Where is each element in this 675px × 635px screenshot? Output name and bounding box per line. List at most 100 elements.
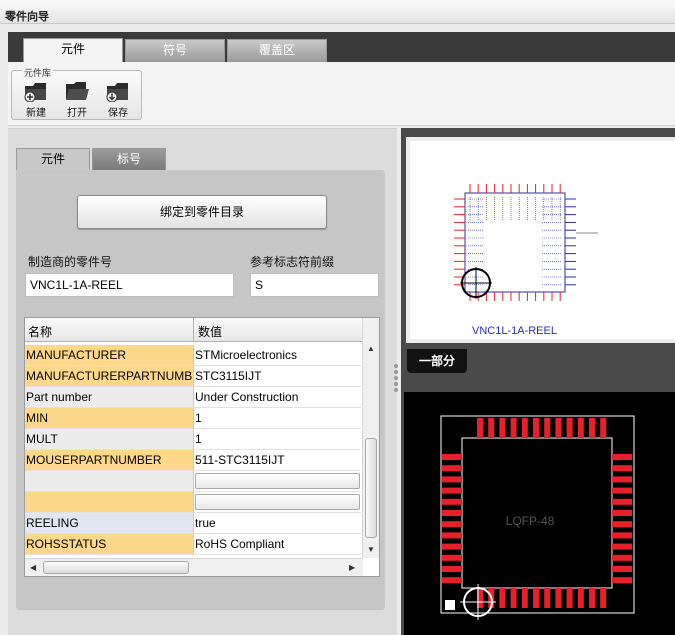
save-button[interactable]: 保存 [101,80,135,119]
part-badge[interactable]: 一部分 [407,349,467,373]
mpn-field[interactable]: VNC1L-1A-REEL [25,273,234,297]
window-title: 零件向导 [5,11,49,23]
tab-symbol[interactable]: 符号 [125,39,225,62]
pad-right [612,521,632,528]
row-name-input[interactable] [25,471,193,492]
prefix-field[interactable]: S [250,273,379,297]
pad-bottom [544,588,551,608]
bind-to-catalog-button[interactable]: 绑定到零件目录 [77,195,327,229]
scroll-up-arrow-icon[interactable]: ▲ [367,344,375,353]
row-name-input[interactable] [25,492,193,513]
row-name[interactable]: MOUSERPARTNUMBER [25,450,193,471]
library-toolbar-area: 元件库 新建 打开 保存 [8,62,675,126]
open-folder-icon [66,82,89,100]
table-row[interactable]: MANUFACTURERPARTNUMBER STC3115IJT [25,366,361,387]
pad-left [442,554,462,561]
pad-left [442,498,462,505]
pad-top [577,418,584,438]
new-button[interactable]: 新建 [19,80,53,119]
row-value[interactable]: RoHS Compliant [193,534,361,555]
package-outline [461,437,613,589]
pad-bottom [499,588,506,608]
prefix-label: 参考标志符前缀 [250,255,335,269]
pad-right [612,510,632,516]
row-value-input[interactable] [195,473,360,489]
pad-top [510,418,517,438]
row-value[interactable]: STMicroelectronics [193,345,361,366]
new-button-label: 新建 [26,108,46,119]
row-name[interactable]: MULT [25,429,193,450]
row-name[interactable]: MANUFACTURERPARTNUMBER [25,366,193,387]
pad-top [488,418,495,438]
table-row[interactable]: MOUSERPARTNUMBER 511-STC3115IJT [25,450,361,471]
row-name[interactable]: ROHSSTATUS [25,534,193,555]
row-value[interactable]: true [193,513,361,534]
library-caption: 元件库 [22,66,54,79]
table-row[interactable]: MIN 1 [25,408,361,429]
footprint-preview[interactable]: LQFP-48 [404,392,675,635]
grid-vertical-scrollbar[interactable]: ▲ ▼ [362,318,379,558]
save-folder-icon [106,83,128,102]
pad-top [600,418,607,438]
vertical-scroll-thumb[interactable] [365,438,377,538]
open-button[interactable]: 打开 [60,80,94,119]
scroll-right-arrow-icon[interactable]: ▶ [349,563,356,572]
row-value[interactable]: 1 [193,429,361,450]
pad-right [612,532,632,539]
component-properties-panel: 绑定到零件目录 制造商的零件号 参考标志符前缀 VNC1L-1A-REEL S … [16,170,385,610]
new-folder-icon [24,83,46,102]
table-row[interactable]: ROHSSTATUS RoHS Compliant [25,534,361,555]
header-divider [193,318,194,342]
pad-bottom [589,588,595,608]
grid-header-name[interactable]: 名称 [28,325,53,339]
courtyard-outline [440,415,635,614]
footprint-drawing: LQFP-48 [440,415,635,620]
panel-splitter-handle[interactable] [393,362,399,400]
open-button-label: 打开 [67,108,87,119]
pad-bottom [566,588,573,608]
subtab-component[interactable]: 元件 [16,148,90,170]
table-row-editable[interactable] [25,492,361,513]
row-name[interactable]: MIN [25,408,193,429]
pad-bottom [521,588,528,608]
title-bar: 零件向导 [0,0,675,24]
row-value[interactable]: STC3115IJT [193,366,361,387]
symbol-preview[interactable]: VNC1L-1A-REEL [406,137,675,343]
row-name[interactable]: MANUFACTURER [25,345,193,366]
tab-component[interactable]: 元件 [23,38,123,62]
table-row[interactable]: MANUFACTURER STMicroelectronics [25,345,361,366]
table-row[interactable]: MULT 1 [25,429,361,450]
scroll-down-arrow-icon[interactable]: ▼ [367,545,375,554]
main-tab-strip: 元件 符号 覆盖区 [8,32,675,62]
pad-left [442,510,462,516]
pad-bottom [510,588,517,608]
row-value[interactable]: 511-STC3115IJT [193,450,361,471]
pad-left [442,521,462,528]
table-row[interactable]: REELING true [25,513,361,534]
pad-right [612,543,632,550]
row-value-input[interactable] [195,494,360,510]
pad-right [612,465,632,472]
grid-horizontal-scrollbar[interactable]: ◀ ▶ [25,558,363,576]
horizontal-scroll-thumb[interactable] [43,561,189,574]
component-editor-panel: 元件 标号 绑定到零件目录 制造商的零件号 参考标志符前缀 VNC1L-1A-R… [8,128,397,635]
row-name[interactable]: REELING [25,513,193,534]
row-value[interactable]: 1 [193,408,361,429]
table-row[interactable]: Part number Under Construction [25,387,361,408]
pad-top [477,418,483,438]
pad-top [521,418,528,438]
row-name[interactable]: Part number [25,387,193,408]
tab-footprint[interactable]: 覆盖区 [227,39,327,62]
pad-left [442,543,462,550]
scroll-left-arrow-icon[interactable]: ◀ [30,563,37,572]
pad-top [533,418,539,438]
pad-right [612,498,632,505]
schematic-symbol-drawing [454,184,598,301]
symbol-part-name: VNC1L-1A-REEL [472,325,557,337]
row-value[interactable]: Under Construction [193,387,361,408]
subtab-designator[interactable]: 标号 [92,148,166,170]
grid-header-value[interactable]: 数值 [198,325,223,339]
save-button-label: 保存 [108,108,128,119]
row-value-cell [193,492,361,513]
table-row-editable[interactable] [25,471,361,492]
